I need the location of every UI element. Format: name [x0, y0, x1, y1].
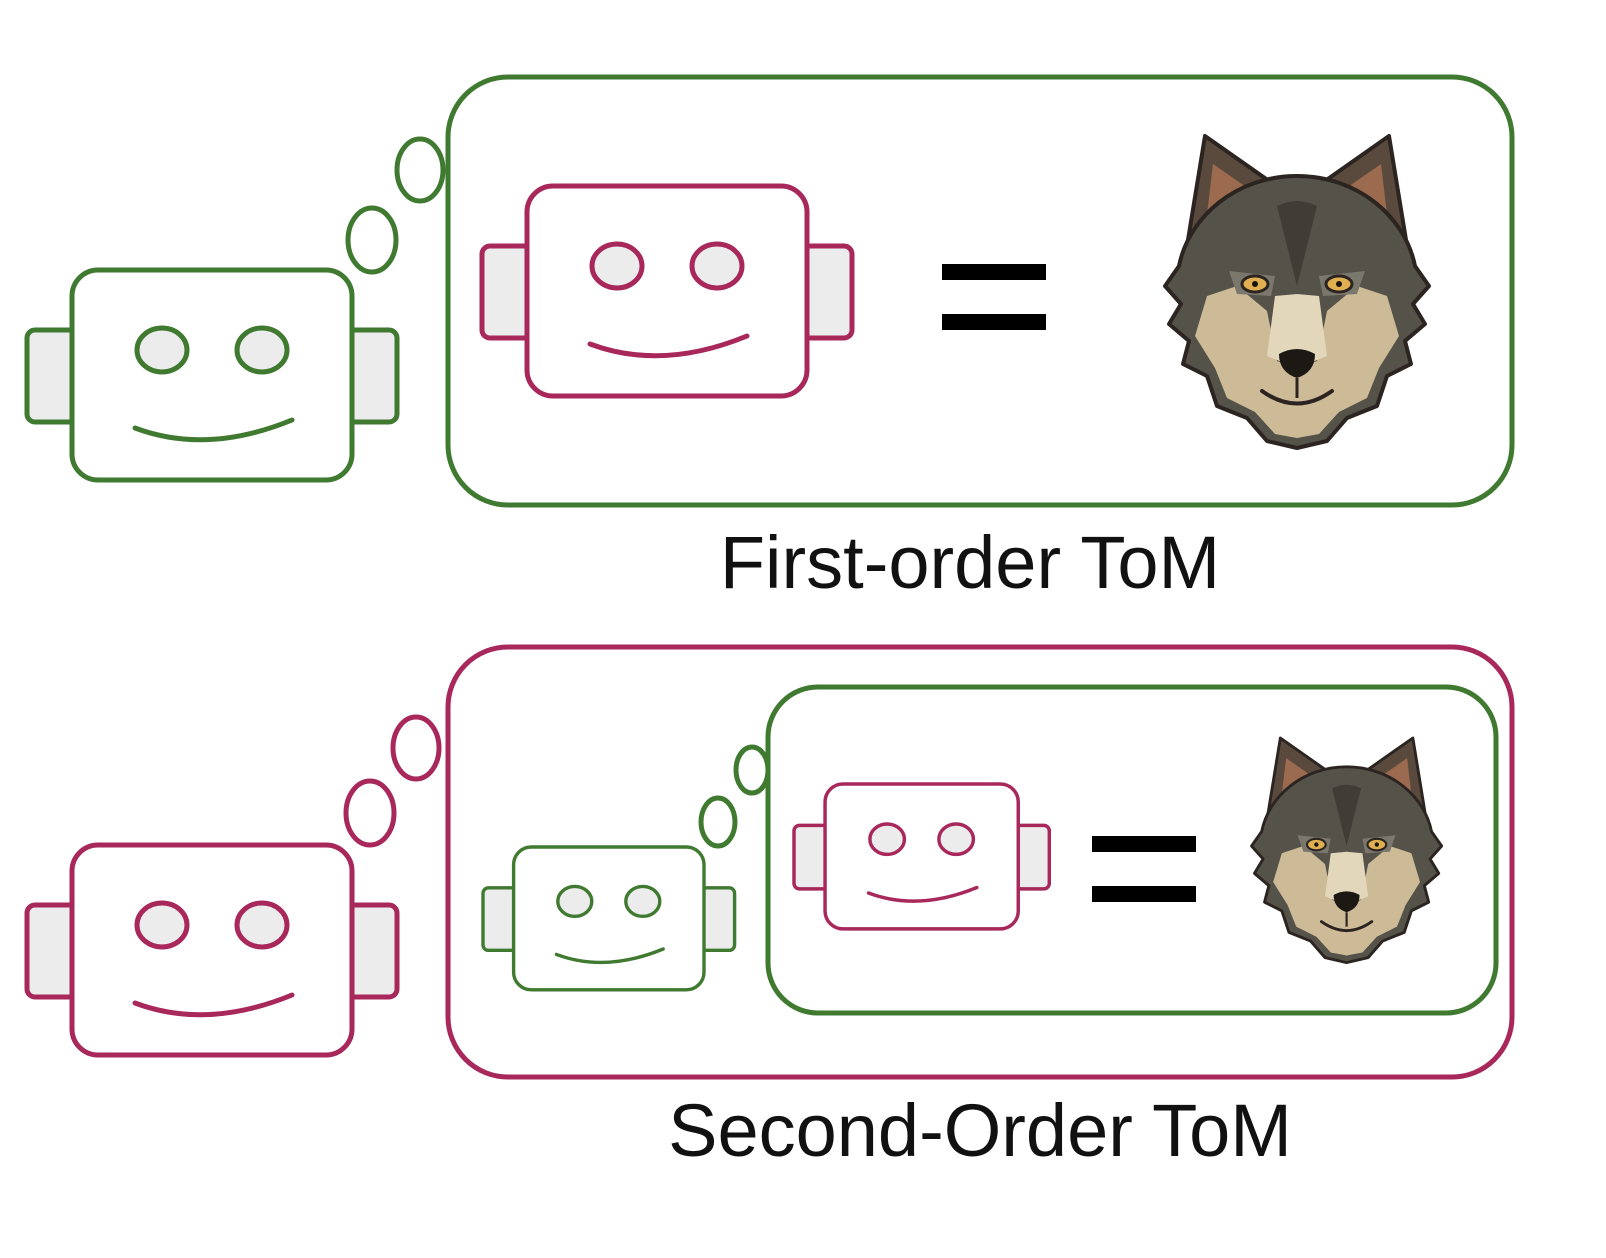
equals-sign-icon	[1092, 836, 1196, 902]
robot-icon	[792, 782, 1052, 931]
robot-icon	[481, 845, 737, 992]
thought-bubble-icon	[345, 136, 446, 275]
second-order-panel: Second-Order ToM	[27, 644, 1515, 1172]
equals-sign-icon	[942, 264, 1046, 330]
thought-bubble-icon	[698, 744, 771, 849]
robot-icon	[482, 186, 852, 396]
robot-icon	[27, 845, 397, 1055]
second-order-caption: Second-Order ToM	[668, 1089, 1292, 1172]
robot-icon	[27, 270, 397, 480]
wolf-icon	[1250, 736, 1444, 965]
outer-thought-frame	[445, 644, 1515, 1080]
inner-thought-frame	[765, 684, 1499, 1016]
first-order-panel: First-order ToM	[27, 74, 1515, 604]
thought-frame	[445, 74, 1515, 508]
wolf-icon	[1163, 134, 1431, 450]
thought-bubble-icon	[343, 714, 442, 848]
first-order-caption: First-order ToM	[720, 521, 1220, 604]
